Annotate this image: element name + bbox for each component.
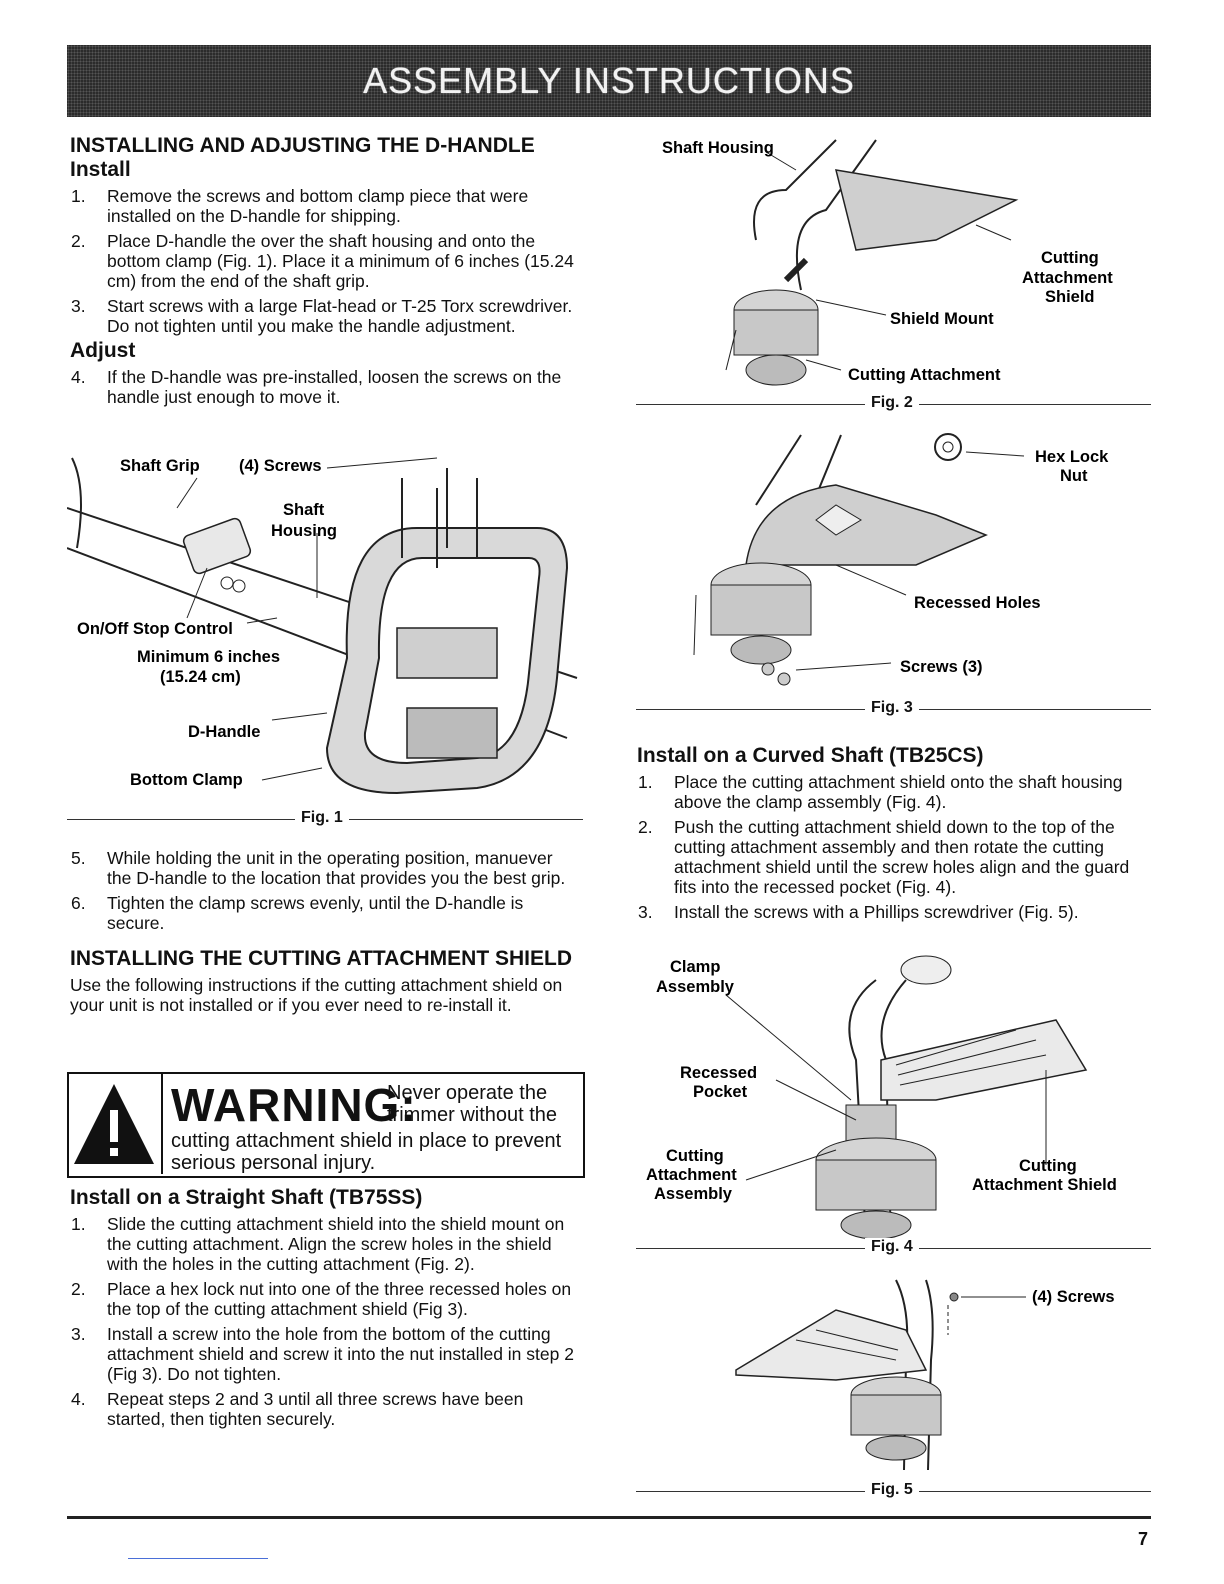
fig5-caption: Fig. 5 — [865, 1481, 919, 1499]
figure-3: Hex Lock Nut Recessed Holes Screws (3) F… — [636, 425, 1151, 717]
shield-intro: Use the following instructions if the cu… — [70, 975, 563, 1015]
label-pocket: Pocket — [693, 1083, 748, 1101]
list-item: 3.Install the screws with a Phillips scr… — [638, 902, 1079, 922]
left-column-lower: 5.While holding the unit in the operatin… — [70, 848, 580, 1015]
curved-heading: Install on a Curved Shaft (TB25CS) — [637, 744, 984, 767]
label-cutting-attachment: Cutting Attachment — [848, 366, 1001, 384]
label-shaft-housing: Shaft Housing — [662, 139, 774, 157]
list-item: 1.Remove the screws and bottom clamp pie… — [71, 186, 529, 226]
label-recessed: Recessed — [680, 1064, 757, 1082]
warning-box: WARNING: Never operate the trimmer witho… — [67, 1072, 585, 1178]
list-item: 3.Install a screw into the hole from the… — [71, 1324, 574, 1384]
fig1-caption: Fig. 1 — [295, 809, 349, 827]
label-bottom-clamp: Bottom Clamp — [130, 771, 243, 789]
label-cutting: Cutting — [1041, 249, 1099, 267]
figure-2: Shaft Housing Cutting Attachment Shield … — [636, 130, 1151, 412]
list-item: 2.Place D-handle the over the shaft hous… — [71, 231, 574, 291]
label-shield-mount: Shield Mount — [890, 310, 994, 328]
straight-steps: 1.Slide the cutting attachment shield in… — [70, 1214, 580, 1429]
hex-nut-illustration: Hex Lock Nut Recessed Holes Screws (3) — [693, 433, 1109, 686]
adjust-steps: 4.If the D-handle was pre-installed, loo… — [70, 367, 580, 407]
label-nut: Nut — [1060, 467, 1088, 485]
label-recessed-holes: Recessed Holes — [914, 594, 1041, 612]
curved-steps: 1.Place the cutting attachment shield on… — [637, 772, 1152, 922]
page-number: 7 — [1137, 1529, 1148, 1549]
warning-divider — [161, 1074, 163, 1174]
warning-icon — [74, 1084, 154, 1164]
label-shaft: Shaft — [283, 501, 325, 519]
banner-title: ASSEMBLY INSTRUCTIONS — [363, 60, 855, 101]
dhandle-heading: INSTALLING AND ADJUSTING THE D-HANDLE — [70, 134, 535, 157]
section-banner: ASSEMBLY INSTRUCTIONS — [67, 45, 1151, 117]
label-shield: Shield — [1045, 288, 1095, 306]
list-item: 4.If the D-handle was pre-installed, loo… — [71, 367, 562, 407]
bottom-rule — [67, 1516, 1151, 1519]
label-screws: (4) Screws — [239, 457, 322, 475]
figure-4: Clamp Assembly Recessed Pocket Cutting A… — [636, 940, 1151, 1262]
label-screws-3: Screws (3) — [900, 658, 983, 676]
footer-link-line — [128, 1558, 268, 1559]
shield-mount-illustration: Shaft Housing Cutting Attachment Shield … — [662, 139, 1113, 386]
after-steps: 5.While holding the unit in the operatin… — [70, 848, 580, 933]
label-cas-cutting: Cutting — [1019, 1157, 1077, 1175]
label-cas-shield: Attachment Shield — [972, 1176, 1117, 1194]
left-column: INSTALLING AND ADJUSTING THE D-HANDLE In… — [70, 134, 580, 412]
list-item: 4.Repeat steps 2 and 3 until all three s… — [71, 1389, 524, 1429]
list-item: 2.Place a hex lock nut into one of the t… — [71, 1279, 572, 1319]
label-shaft-grip: Shaft Grip — [120, 457, 200, 475]
label-minimum: Minimum 6 inches — [137, 648, 280, 666]
curved-shaft-section: Install on a Curved Shaft (TB25CS) 1.Pla… — [637, 744, 1152, 927]
list-item: 3.Start screws with a large Flat-head or… — [71, 296, 573, 336]
label-ca-attachment: Attachment — [646, 1166, 737, 1184]
label-housing: Housing — [271, 522, 337, 540]
list-item: 1.Place the cutting attachment shield on… — [638, 772, 1123, 812]
warning-text-b: cutting attachment shield in place to pr… — [171, 1130, 562, 1174]
label-ca-cutting: Cutting — [666, 1147, 724, 1165]
figure-1: Shaft Grip (4) Screws Shaft Housing On/O… — [66, 448, 583, 828]
label-minimum-cm: (15.24 cm) — [160, 668, 241, 686]
list-item: 1.Slide the cutting attachment shield in… — [71, 1214, 565, 1274]
curved-shaft-illustration: Clamp Assembly Recessed Pocket Cutting A… — [646, 955, 1117, 1241]
label-ca-assembly: Assembly — [654, 1185, 733, 1203]
adjust-subheading: Adjust — [70, 339, 136, 362]
straight-heading: Install on a Straight Shaft (TB75SS) — [70, 1186, 423, 1209]
screws-illustration: (4) Screws — [735, 1279, 1115, 1471]
warning-text-a: Never operate the trimmer without the — [387, 1082, 558, 1126]
fig2-caption: Fig. 2 — [865, 394, 919, 412]
label-d-handle: D-Handle — [188, 723, 260, 741]
label-clamp: Clamp — [670, 958, 720, 976]
label-4-screws: (4) Screws — [1032, 1288, 1115, 1306]
d-handle-illustration: Shaft Grip (4) Screws Shaft Housing On/O… — [66, 457, 578, 795]
list-item: 6.Tighten the clamp screws evenly, until… — [71, 893, 524, 933]
warning-title: WARNING: — [171, 1079, 417, 1131]
list-item: 5.While holding the unit in the operatin… — [71, 848, 566, 888]
label-on-off: On/Off Stop Control — [77, 620, 233, 638]
straight-shaft-section: Install on a Straight Shaft (TB75SS) 1.S… — [70, 1186, 580, 1434]
fig3-caption: Fig. 3 — [865, 699, 919, 717]
list-item: 2.Push the cutting attachment shield dow… — [638, 817, 1130, 897]
label-clamp-assembly: Assembly — [656, 978, 735, 996]
install-steps: 1.Remove the screws and bottom clamp pie… — [70, 186, 580, 336]
fig4-caption: Fig. 4 — [865, 1238, 919, 1256]
label-hex: Hex Lock — [1035, 448, 1109, 466]
install-subheading: Install — [70, 158, 131, 181]
label-attachment: Attachment — [1022, 269, 1113, 287]
shield-heading: INSTALLING THE CUTTING ATTACHMENT SHIELD — [70, 947, 573, 970]
figure-5: (4) Screws Fig. 5 — [636, 1270, 1151, 1500]
